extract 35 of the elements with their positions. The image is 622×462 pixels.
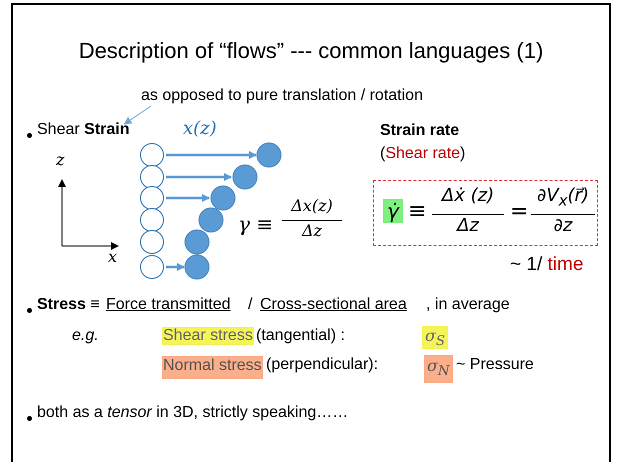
math-label: Δz [282,220,342,240]
formula-term: = [510,199,528,224]
slide-title: Description of “flows” --- common languages (1) [78,38,544,64]
body-text: Force transmitted [106,296,230,314]
formula-term: ≡ [408,199,426,224]
formula-term: ∂V$_{x}$(r⃗) [536,185,590,210]
body-text: / [248,296,252,314]
body-text: e.g. [72,327,99,345]
formula-term: γ̇ [383,199,403,223]
body-text: (tangential) : [256,327,345,345]
body-text: , in average [426,296,510,314]
formula-term: Δẋ (z) [440,185,496,206]
formula-term: ∂z [531,214,595,236]
math-label: σ$_{N}$ [424,355,453,384]
body-text: (perpendicular): [266,356,378,374]
math-label: σ$_{S}$ [422,326,448,350]
math-label: Δx(z) [290,196,334,215]
note-text: ~ 1/ time [510,254,584,276]
subheading-text: (Shear rate) [380,145,466,163]
axis-label: z [56,150,64,169]
leader-line [124,106,152,125]
body-text: ~ Pressure [456,356,534,374]
note-text: as opposed to pure translation / rotation [141,87,423,105]
heading-text: Strain rate [380,122,460,140]
axis-label: x [108,247,118,266]
formula-term: Δz [432,214,504,236]
math-label: x(z) [183,118,217,139]
highlighted-text: Shear stress [162,327,254,345]
body-text: both as a tensor in 3D, strictly speaking…… [37,404,348,422]
body-text: Cross-sectional area [260,296,407,314]
body-text: Stress ≡ [37,296,100,314]
formula-box [373,180,598,246]
math-label: γ ≡ [238,212,274,236]
highlighted-text: Normal stress [162,356,263,379]
bullet-text: Shear Strain [37,121,130,139]
